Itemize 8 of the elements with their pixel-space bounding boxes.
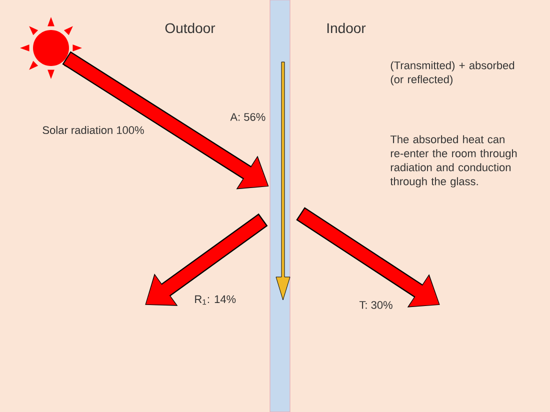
label-text: R$_{1}$: 14% (195, 295, 236, 305)
note-text: (Transmitted) + absorbed (or reflected) (390, 61, 514, 86)
title-text: Indoor (327, 22, 366, 34)
label-text: T: 30% (359, 301, 392, 309)
note-text: The absorbed heat can re-enter the room through radiation and conduction through the glass. (390, 135, 517, 188)
sun-drawing (20, 17, 82, 79)
title-text: Outdoor (165, 22, 216, 34)
label-text: Solar radiation 100% (42, 126, 144, 134)
